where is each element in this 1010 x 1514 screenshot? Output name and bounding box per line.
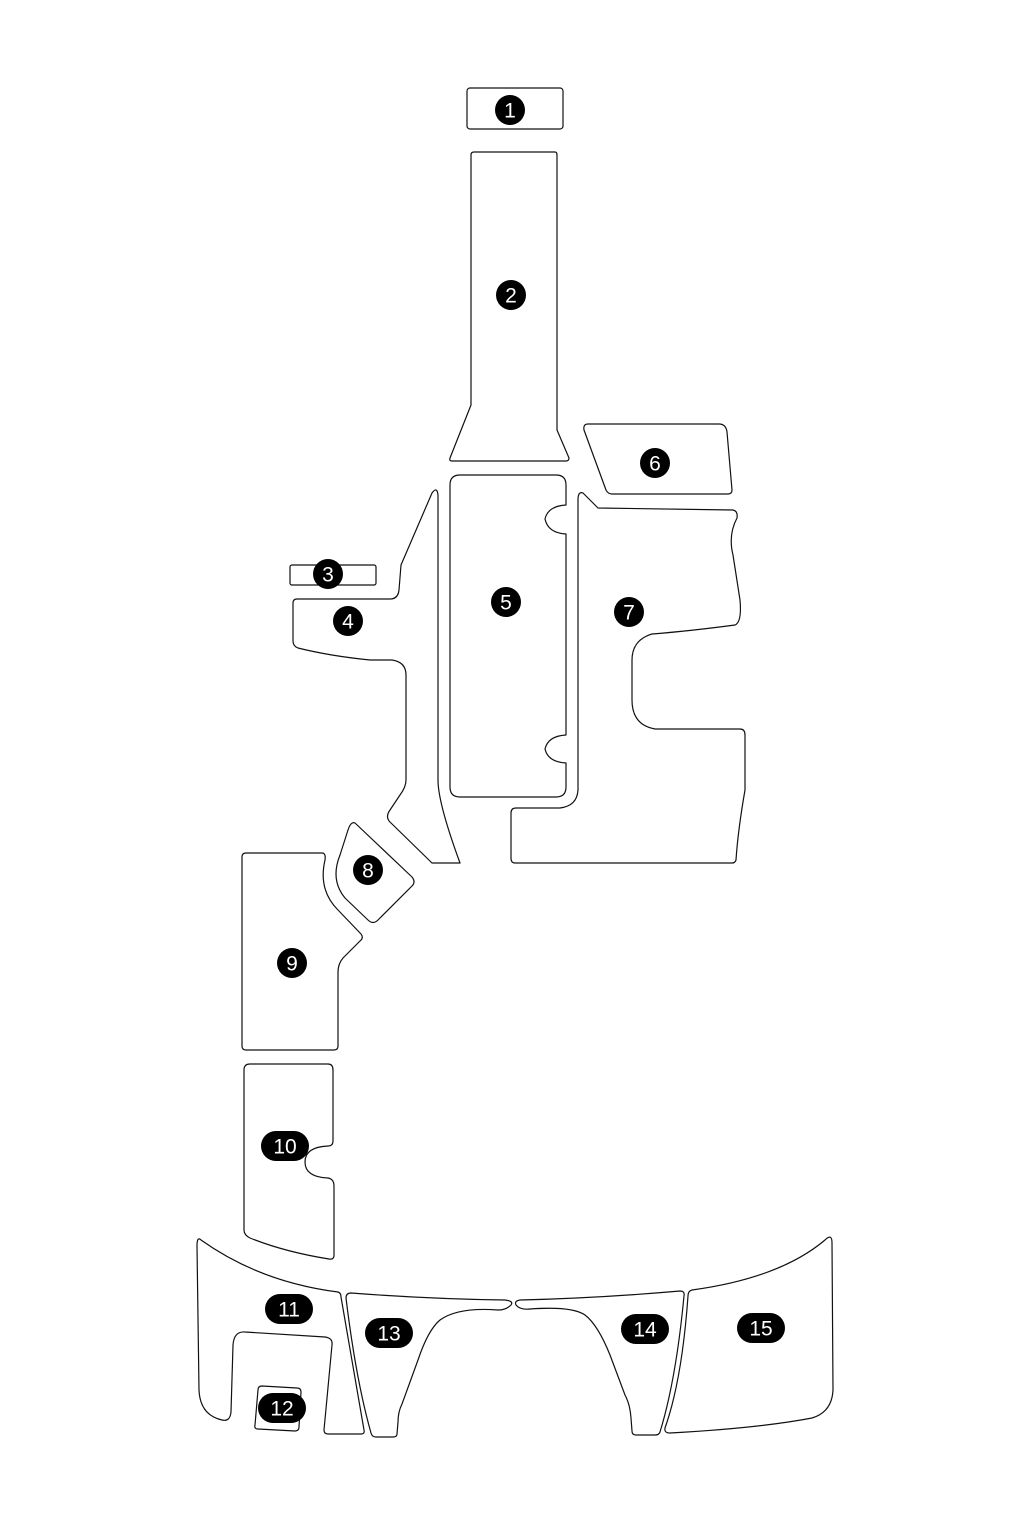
badge-background — [353, 855, 383, 885]
badge-background — [640, 448, 670, 478]
piece-number-badge: 9 — [277, 948, 307, 978]
piece-number-badge: 4 — [333, 606, 363, 636]
piece-number-badge: 11 — [265, 1294, 313, 1324]
badge-background — [365, 1318, 413, 1348]
piece-number-badge: 15 — [737, 1313, 785, 1343]
piece-number-badge: 6 — [640, 448, 670, 478]
badge-background — [261, 1131, 309, 1161]
badge-background — [621, 1314, 669, 1344]
piece-number-badge: 10 — [261, 1131, 309, 1161]
piece-number-badge: 13 — [365, 1318, 413, 1348]
badge-background — [258, 1393, 306, 1423]
piece-number-label: 14 — [633, 1319, 657, 1342]
badge-background — [313, 559, 343, 589]
piece-number-label: 8 — [362, 860, 374, 883]
piece-number-badge: 1 — [495, 95, 525, 125]
badge-background — [496, 280, 526, 310]
piece-number-badge: 3 — [313, 559, 343, 589]
badge-background — [614, 597, 644, 627]
piece-number-label: 11 — [278, 1299, 300, 1322]
piece-5[interactable] — [449, 474, 567, 798]
piece-number-label: 4 — [342, 611, 354, 634]
piece-14[interactable] — [514, 1290, 685, 1436]
piece-10[interactable] — [243, 1063, 335, 1260]
piece-number-label: 9 — [286, 953, 298, 976]
piece-13[interactable] — [345, 1292, 513, 1438]
piece-number-badge: 14 — [621, 1314, 669, 1344]
piece-number-label: 12 — [270, 1398, 293, 1421]
piece-number-label: 3 — [322, 564, 334, 587]
piece-11[interactable] — [196, 1238, 365, 1435]
piece-number-label: 1 — [504, 100, 516, 123]
piece-number-badge: 8 — [353, 855, 383, 885]
badge-background — [491, 587, 521, 617]
piece-number-label: 2 — [505, 285, 517, 308]
piece-number-label: 7 — [623, 602, 635, 625]
piece-4[interactable] — [292, 489, 461, 864]
piece-7[interactable] — [510, 492, 746, 864]
piece-number-label: 10 — [273, 1136, 296, 1159]
piece-number-badge: 5 — [491, 587, 521, 617]
piece-number-label: 5 — [500, 592, 512, 615]
piece-number-label: 6 — [649, 453, 661, 476]
badge-background — [737, 1313, 785, 1343]
piece-number-badge: 12 — [258, 1393, 306, 1423]
badge-background — [265, 1294, 313, 1324]
piece-number-badge: 7 — [614, 597, 644, 627]
piece-number-label: 13 — [377, 1323, 400, 1346]
piece-number-badge: 2 — [496, 280, 526, 310]
piece-number-label: 15 — [749, 1318, 772, 1341]
badge-background — [333, 606, 363, 636]
piece-9[interactable] — [241, 852, 363, 1051]
badge-background — [495, 95, 525, 125]
badge-background — [277, 948, 307, 978]
